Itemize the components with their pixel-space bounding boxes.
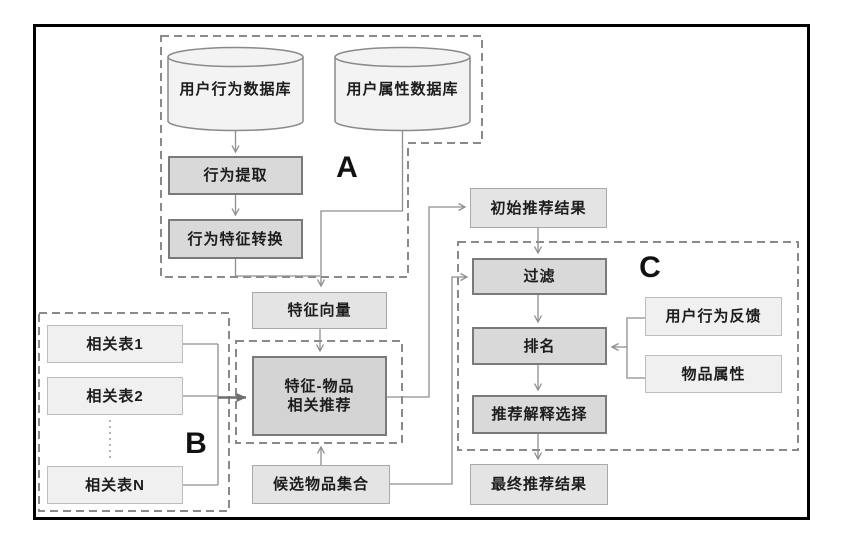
node-behavior-feature-transform: 行为特征转换	[168, 219, 303, 259]
node-item-attributes: 物品属性	[645, 355, 782, 393]
feature-item-group-outline	[235, 340, 403, 444]
arrow-candidate-to-filter	[390, 272, 469, 485]
node-related-table-1: 相关表1	[47, 325, 183, 363]
feature-item-line2: 相关推荐	[287, 397, 352, 414]
node-final-result: 最终推荐结果	[470, 464, 608, 505]
node-related-table-n: 相关表N	[47, 466, 183, 504]
node-related-table-2: 相关表2	[47, 377, 183, 415]
node-initial-result: 初始推荐结果	[470, 188, 607, 228]
node-rank: 排名	[472, 327, 607, 365]
group-a-label: A	[336, 151, 358, 184]
arrow-featureitem-to-initialresult	[387, 202, 467, 398]
group-c-label: C	[639, 251, 661, 284]
feature-item-line1: 特征-物品	[284, 378, 355, 395]
line-transform-merge	[234, 259, 320, 277]
node-explain-select: 推荐解释选择	[472, 395, 607, 434]
group-b-outline	[38, 312, 230, 512]
group-b-label: B	[185, 427, 207, 460]
node-behavior-extract: 行为提取	[168, 156, 303, 195]
node-feature-vector: 特征向量	[252, 292, 387, 329]
group-a-outline	[160, 35, 483, 278]
behavior-db-label: 用户行为数据库	[179, 80, 292, 98]
group-c-outline	[457, 241, 799, 451]
node-feature-item-recommend: 特征-物品 相关推荐	[252, 356, 387, 436]
attribute-db-cylinder	[334, 46, 471, 132]
node-candidate-item-set: 候选物品集合	[252, 465, 390, 504]
arrow-attributedb-to-featurevector	[316, 131, 404, 288]
node-filter: 过滤	[472, 258, 607, 295]
node-user-behavior-feedback: 用户行为反馈	[645, 297, 782, 336]
attribute-db-label: 用户属性数据库	[346, 80, 459, 98]
bracket-feedback-itemattrs	[626, 317, 645, 379]
behavior-db-cylinder	[167, 46, 304, 132]
